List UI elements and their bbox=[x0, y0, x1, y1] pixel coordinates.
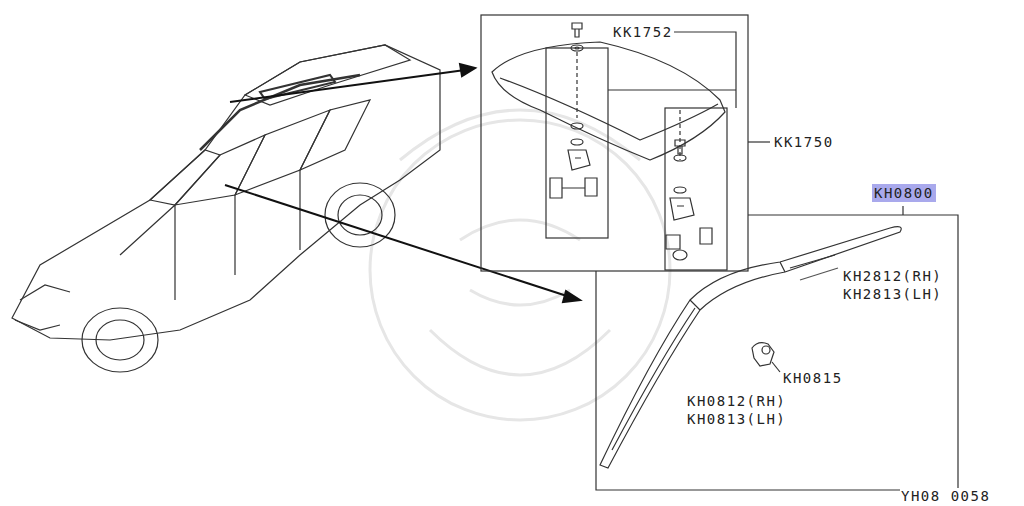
rear-spoiler bbox=[492, 42, 725, 160]
fastener-parts bbox=[550, 23, 712, 260]
part-number: KH0812(RH) bbox=[686, 393, 787, 409]
door-sash-molding bbox=[600, 227, 901, 468]
inset-frame bbox=[481, 15, 770, 271]
part-number: KK1750 bbox=[773, 134, 835, 150]
inset-frame bbox=[596, 206, 958, 490]
highlight-box: KH0800 bbox=[872, 184, 936, 202]
part-number: KH0815 bbox=[782, 370, 844, 386]
part-number: KH2813(LH) bbox=[842, 286, 943, 302]
figure-code: YH08 0058 bbox=[900, 488, 991, 504]
molding-clip bbox=[752, 343, 780, 372]
part-number: KH0800 bbox=[874, 185, 934, 201]
part-number: KH2812(RH) bbox=[842, 268, 943, 284]
part-number: KH0813(LH) bbox=[686, 411, 787, 427]
car-outline bbox=[12, 45, 440, 372]
part-number: KK1752 bbox=[612, 24, 674, 40]
watermark-emblem bbox=[370, 110, 670, 420]
pointer-arrow bbox=[225, 64, 580, 302]
